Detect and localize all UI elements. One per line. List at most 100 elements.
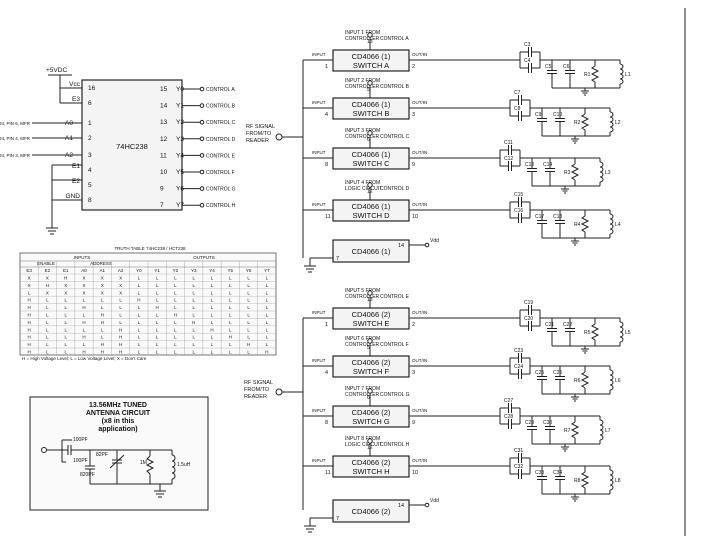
decoder-pin-name: Y3 [176,136,184,143]
rf-signal-lower-1: RF SIGNAL [244,380,273,386]
capacitor-label: C30 [543,420,552,426]
switch-output-label: OUT/IN [412,52,427,57]
tt-group-enable: ENABLE [37,261,55,266]
decoder-pin-name: E2 [72,178,80,185]
tt-cell: L [101,305,104,310]
tt-cell: L [156,298,159,303]
tt-cell: L [156,335,159,340]
switch-input-line-2: LOGIC CIRCUIT [345,442,382,448]
tt-cell: L [138,283,141,288]
tt-column-header: Y2 [173,268,179,273]
switch-control-pin: 6 [367,395,370,401]
resistor-label: R4 [574,222,581,228]
decoder-control-label: CONTROL H [206,203,236,209]
tt-cell: L [156,320,159,325]
antenna-c-top: 100PF [73,437,88,443]
decoder-pin-number: 6 [88,100,92,107]
tt-cell: H [119,327,122,332]
decoder-pin-e1: 4E1 [72,163,92,174]
capacitor-label: C33 [535,470,544,476]
tt-cell: L [156,350,159,355]
switch-name: SWITCH D [352,211,390,220]
tt-column-header: A1 [100,268,106,273]
decoder-pin-name: Y4 [176,152,184,159]
decoder-pin-number: 14 [160,103,168,110]
switch-pin-out: 9 [412,162,415,168]
tt-cell: L [138,335,141,340]
decoder-pin-number: 11 [160,152,167,159]
tt-cell: X [82,283,85,288]
tt-cell: H [28,298,31,303]
tt-cell: H [28,350,31,355]
tt-cell: L [174,298,177,303]
capacitor-label: C12 [504,156,513,162]
resistor-label: R6 [574,378,581,384]
switch-output-label: OUT/IN [412,408,427,413]
decoder-pin-name: Y7 [176,202,184,209]
capacitor-label: C11 [504,140,513,146]
switch-control-pin: 6 [367,137,370,143]
switch-control-label: CONTROL H [380,442,410,448]
antenna-c-trim: 82PF [96,452,108,458]
tt-column-header: Y0 [136,268,142,273]
decoder-pin-number: 5 [88,182,92,189]
decoder-pin-number: 1 [88,120,92,127]
tt-cell: L [192,305,195,310]
capacitor-label: C28 [504,414,513,420]
switch-input-label: INPUT [312,52,326,57]
tt-cell: L [64,313,67,318]
tt-cell: L [138,327,141,332]
tt-cell: X [82,276,85,281]
tt-column-header: Y1 [154,268,160,273]
tt-cell: L [138,276,141,281]
tt-cell: L [266,335,269,340]
capacitor-label: C4 [524,58,531,64]
tt-cell: L [211,342,214,347]
switch-input-line-1: INPUT 3 FROM [345,128,380,134]
decoder-pin-number: 13 [160,119,168,126]
switch-name: SWITCH B [353,109,390,118]
tt-cell: X [82,290,85,295]
switch-output-label: OUT/IN [412,202,427,207]
tt-cell: H [265,350,268,355]
capacitor-label: C22 [563,322,572,328]
switch-input-line-2: CONTROLLER [345,294,380,300]
rf-signal-feed-upper: RF SIGNAL FROM/TO READER [246,124,303,144]
decoder-pin-name: Y6 [176,186,184,193]
switch-control-pin: 5 [367,345,370,351]
tt-cell: L [229,342,232,347]
capacitor-label: C9 [535,112,542,118]
capacitor-label: C3 [524,42,531,48]
tt-cell: L [101,327,104,332]
tt-cell: L [192,283,195,288]
tt-cell: X [64,290,67,295]
tt-cell: H [101,313,104,318]
tt-cell: L [83,298,86,303]
decoder-control-label: CONTROL D [206,137,236,143]
tt-cell: X [101,283,104,288]
switch-input-line-1: INPUT 1 FROM [345,30,380,36]
power-chip-gnd-pin: 7 [336,516,339,522]
inductor-label: L6 [615,378,621,384]
tt-cell: L [174,350,177,355]
tt-cell: L [247,276,250,281]
capacitor-label: C5 [545,64,552,70]
tt-cell: L [174,320,177,325]
tt-cell: H [82,320,85,325]
switch-chip-part: CD4066 (2) [352,408,391,417]
tt-cell: L [211,335,214,340]
power-chip-vdd-pin: 14 [398,243,404,249]
tt-cell: L [64,327,67,332]
capacitor-label: C31 [514,448,523,454]
